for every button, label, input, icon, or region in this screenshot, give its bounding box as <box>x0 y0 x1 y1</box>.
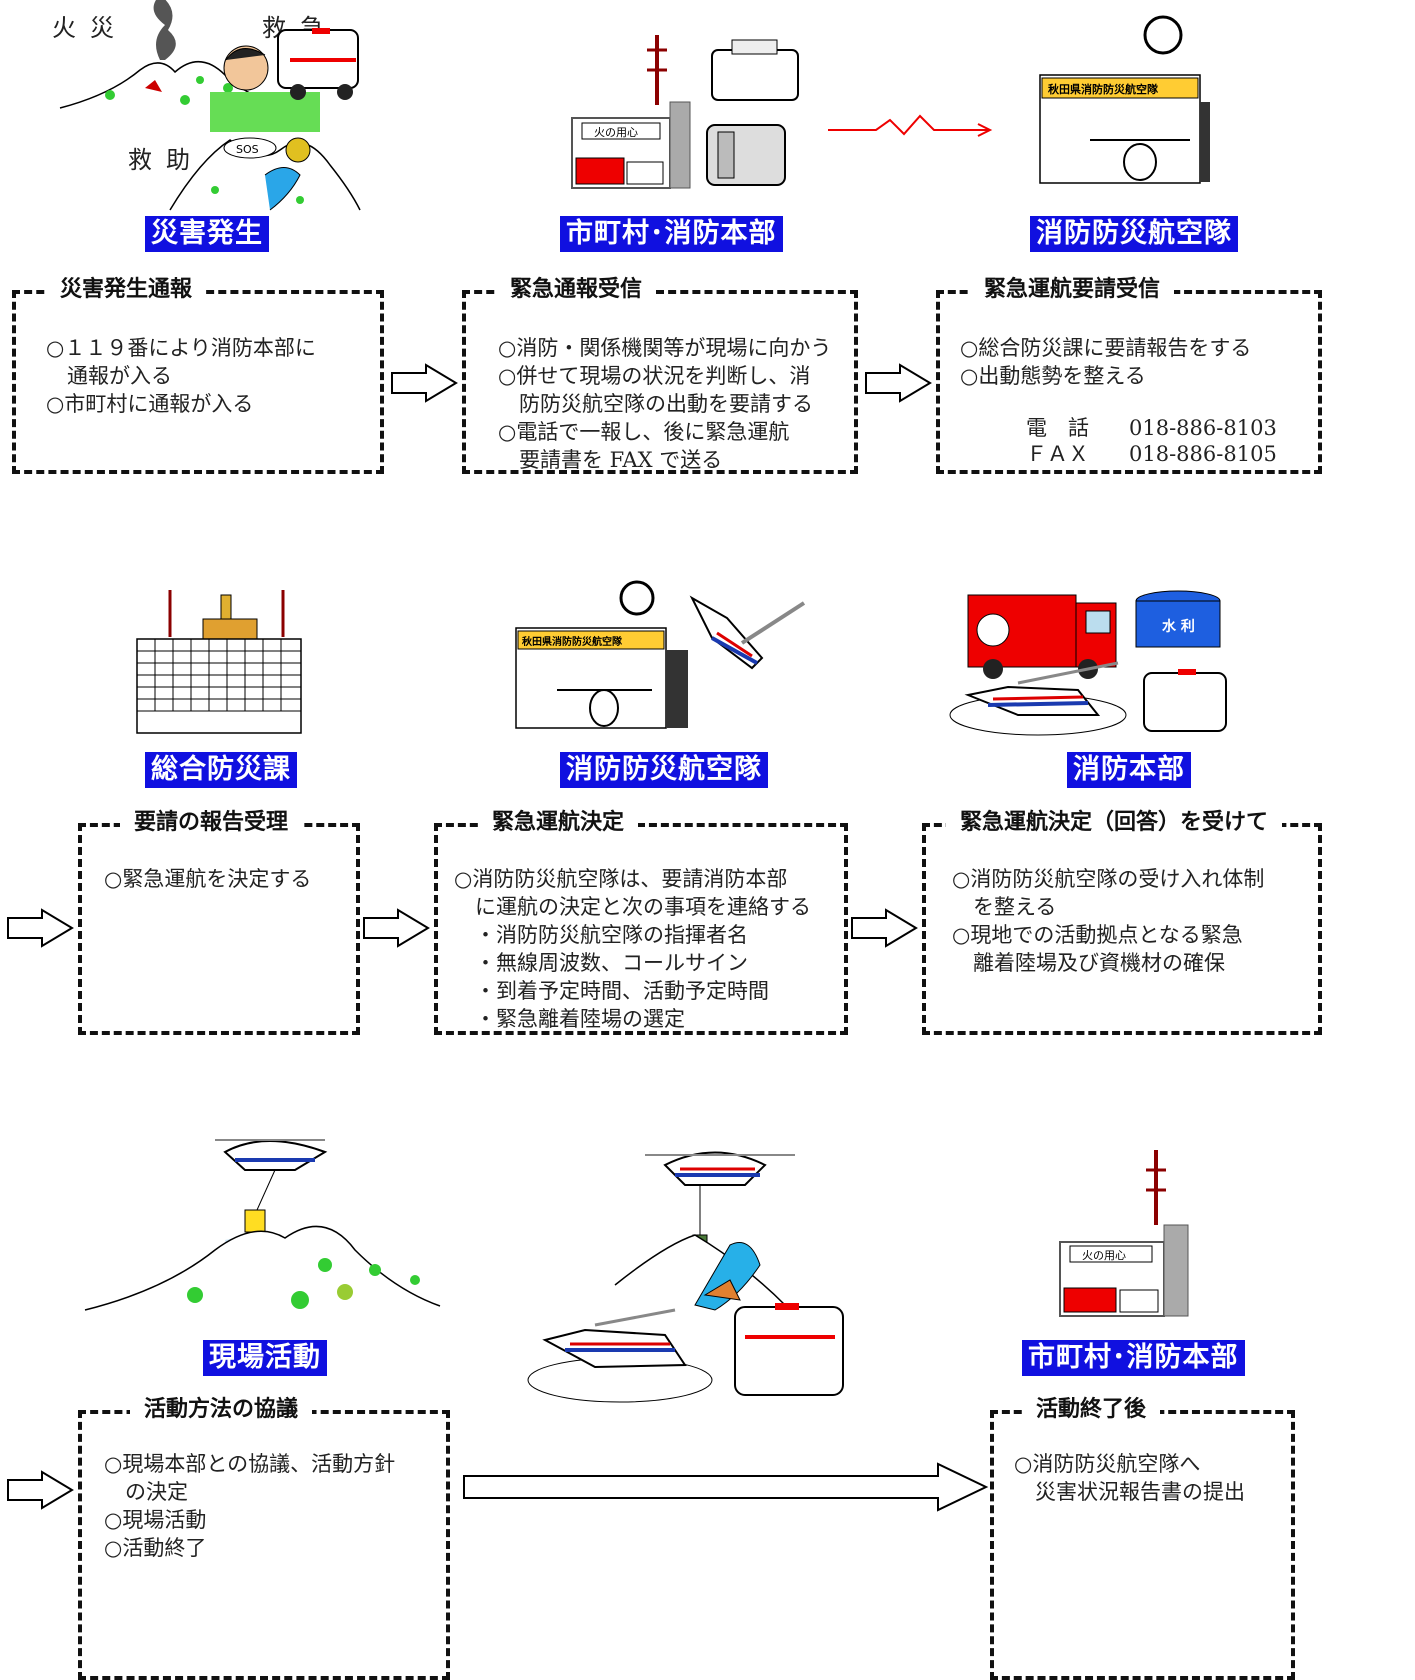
box-title: 活動終了後 <box>1022 1396 1161 1424</box>
box-after-activity: 活動終了後 ○消防防災航空隊へ 災害状況報告書の提出 <box>990 1396 1295 1680</box>
sos-text: SOS <box>236 143 259 156</box>
box-decision-response: 緊急運航決定（回答）を受けて ○消防防災航空隊の受け入れ体制 を整える○現地での… <box>922 809 1322 1035</box>
aviation-sign: 秋田県消防防災航空隊 <box>522 635 623 648</box>
box-text: ○消防・関係機関等が現場に向かう○併せて現場の状況を判断し、消 防防災航空隊の出… <box>498 336 832 472</box>
label-aviation-unit: 消防防災航空隊 <box>1030 216 1238 252</box>
signal-arrow-icon <box>828 114 993 137</box>
prefectural-office-illustration <box>136 590 302 734</box>
flow-arrow-icon <box>865 363 932 403</box>
radar-dish-icon <box>1143 15 1183 55</box>
box-activity-discussion: 活動方法の協議 ○現場本部との協議、活動方針 の決定○現場活動○活動終了 <box>78 1396 450 1680</box>
box-title: 緊急運航決定 <box>478 809 639 837</box>
fax-icon <box>711 49 799 101</box>
fire-truck-icon <box>575 157 625 185</box>
water-sign: 水 利 <box>1162 618 1195 635</box>
box-text: ○現場本部との協議、活動方針 の決定○現場活動○活動終了 <box>104 1452 396 1560</box>
box-title: 活動方法の協議 <box>130 1396 313 1424</box>
water-bucket-icon <box>244 1209 266 1233</box>
person-icon <box>210 92 320 132</box>
flow-arrow-icon <box>391 363 458 403</box>
smoke-icon <box>153 0 176 60</box>
helicopter-icon <box>964 685 1101 716</box>
box-title: 緊急運航決定（回答）を受けて <box>946 809 1283 837</box>
fire-station-illustration-2: 火の用心 <box>1059 1150 1189 1317</box>
box-text: ○緊急運航を決定する <box>104 867 312 891</box>
radar-dish-icon <box>619 580 655 616</box>
box-title: 要請の報告受理 <box>120 809 303 837</box>
rescue-scene-illustration <box>527 1151 844 1403</box>
aviation-hangar-illustration: 秋田県消防防災航空隊 <box>1039 15 1210 184</box>
station-sign: 火の用心 <box>1082 1249 1126 1262</box>
box-title: 緊急通報受信 <box>496 276 657 304</box>
label-general-dept: 総合防災課 <box>145 752 297 788</box>
office-building-icon <box>136 638 302 734</box>
long-flow-arrow-icon <box>463 1462 989 1512</box>
flow-arrow-icon <box>7 1470 74 1510</box>
box-text: ○消防防災航空隊は、要請消防本部 に運航の決定と次の事項を連絡する ・消防防災航… <box>454 867 811 1031</box>
helicopter-icon <box>223 1140 328 1171</box>
ambulance-icon <box>1143 672 1227 732</box>
flow-arrow-icon <box>363 908 430 948</box>
box-disaster-report: 災害発生通報 ○１１９番により消防本部に 通報が入る○市町村に通報が入る <box>12 276 384 474</box>
flame-icon <box>145 80 162 92</box>
label-aviation-unit: 消防防災航空隊 <box>560 752 768 788</box>
box-text: ○総合防災課に要請報告をする○出動態勢を整える <box>960 336 1252 388</box>
fire-station-illustration: 火の用心 <box>571 35 799 189</box>
label-disaster: 災害発生 <box>145 216 269 252</box>
flow-arrow-icon <box>7 908 74 948</box>
box-emergency-call: 緊急通報受信 ○消防・関係機関等が現場に向かう○併せて現場の状況を判断し、消 防… <box>462 276 858 474</box>
box-text: ○消防防災航空隊へ 災害状況報告書の提出 <box>1014 1452 1245 1504</box>
box-title: 災害発生通報 <box>46 276 207 304</box>
aviation-hangar-illustration-2: 秋田県消防防災航空隊 <box>515 580 806 729</box>
box-flight-decision: 緊急運航決定 ○消防防災航空隊は、要請消防本部 に運航の決定と次の事項を連絡する… <box>434 809 848 1035</box>
label-fire-hq: 消防本部 <box>1067 752 1191 788</box>
label-city-hq: 市町村･消防本部 <box>1022 1340 1245 1376</box>
firefighting-scene-illustration <box>84 1139 441 1311</box>
ambulance-icon <box>734 1306 844 1396</box>
aviation-sign: 秋田県消防防災航空隊 <box>1048 82 1159 96</box>
flow-arrow-icon <box>851 908 918 948</box>
disaster-scene-graphic: SOS <box>59 0 361 211</box>
caption-fire: 火災 <box>52 14 128 42</box>
sos-bubble-icon <box>223 137 277 159</box>
box-text: ○１１９番により消防本部に 通報が入る○市町村に通報が入る <box>46 336 316 416</box>
station-sign: 火の用心 <box>594 126 638 139</box>
box-title: 緊急運航要請受信 <box>970 276 1175 304</box>
fire-truck-icon <box>1063 1287 1117 1313</box>
label-field-activity: 現場活動 <box>203 1340 327 1376</box>
helicopter-flying-icon <box>689 595 764 670</box>
box-report-received: 要請の報告受理 ○緊急運航を決定する <box>78 809 360 1035</box>
label-city-hq: 市町村･消防本部 <box>560 216 783 252</box>
box-text: ○消防防災航空隊の受け入れ体制 を整える○現地での活動拠点となる緊急 離着陸場及… <box>952 867 1265 975</box>
fire-hq-illustration: 水 利 <box>949 590 1227 736</box>
caption-rescue: 救助 <box>128 146 204 174</box>
